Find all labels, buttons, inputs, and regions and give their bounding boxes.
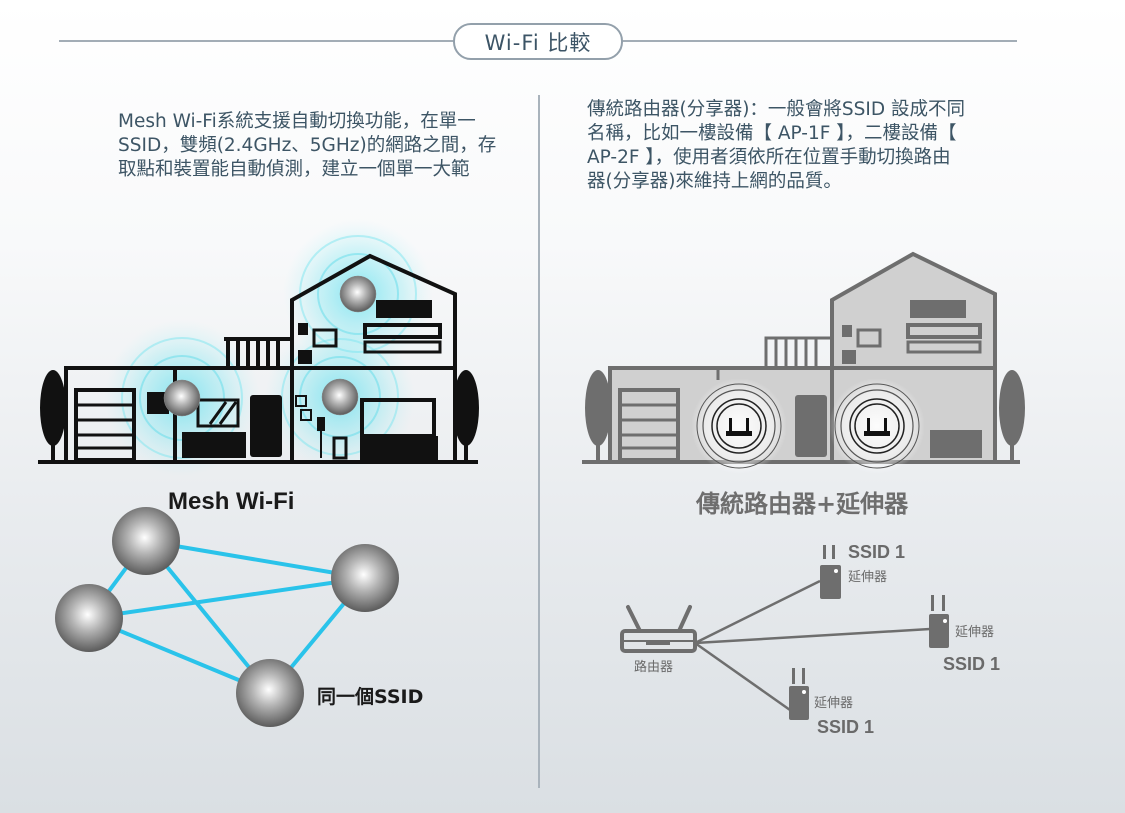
- extender-ssid: SSID 1: [943, 654, 1001, 674]
- page-title: Wi-Fi 比較: [453, 23, 623, 60]
- mesh-nodes: [55, 507, 399, 727]
- center-divider: [538, 95, 540, 788]
- mesh-link: [144, 539, 367, 580]
- house-furniture: [74, 300, 442, 462]
- traditional-house-label: 傳統路由器+延伸器: [696, 490, 909, 518]
- extender-icon: [864, 418, 890, 436]
- network-links: [694, 579, 931, 712]
- trees: [585, 370, 1025, 462]
- extender-ssid: SSID 1: [817, 717, 875, 737]
- mesh-description-line: 取點和裝置能自動偵測，建立一個單一大範: [118, 159, 470, 180]
- mesh-description-line: Mesh Wi-Fi系統支援自動切換功能，在單一: [118, 111, 476, 132]
- extender-label: 延伸器: [955, 625, 995, 640]
- header-divider-left: [59, 40, 456, 42]
- trees: [40, 370, 479, 462]
- extender-label: 延伸器: [848, 570, 888, 585]
- router-signal-halo: [691, 378, 925, 474]
- mesh-description: Mesh Wi-Fi系統支援自動切換功能，在單一 SSID，雙頻(2.4GHz、…: [118, 110, 497, 182]
- network-link: [694, 641, 791, 712]
- router-icon: [726, 418, 752, 436]
- mesh-node: [331, 544, 399, 612]
- extender-label: 延伸器: [814, 696, 854, 711]
- extender-icon: [929, 595, 949, 648]
- extender-icon: [820, 545, 841, 599]
- mesh-node: [236, 659, 304, 727]
- network-link: [694, 579, 821, 645]
- traditional-description-line: 名稱，比如一樓設備【 AP-1F 】，二樓設備【: [587, 123, 957, 144]
- mesh-node-icons: [163, 275, 377, 417]
- mesh-link: [87, 576, 367, 620]
- traditional-description: 傳統路由器(分享器)：一般會將SSID 設成不同 名稱，比如一樓設備【 AP-1…: [587, 98, 1027, 194]
- mesh-node: [112, 507, 180, 575]
- router-icon: [620, 605, 697, 653]
- network-link: [694, 627, 931, 645]
- router-label: 路由器: [634, 660, 674, 675]
- traditional-description-line: 器(分享器)來維持上網的品質。: [587, 171, 842, 192]
- mesh-node: [55, 584, 123, 652]
- same-ssid-label: 同一個SSID: [317, 686, 424, 708]
- mesh-description-line: SSID，雙頻(2.4GHz、5GHz)的網路之間，存: [118, 135, 497, 156]
- house-furniture: [618, 300, 982, 462]
- extender-icon: [789, 668, 809, 720]
- traditional-description-line: 傳統路由器(分享器)：一般會將SSID 設成不同: [587, 99, 966, 120]
- extender-ssid: SSID 1: [848, 542, 906, 562]
- header-divider-right: [620, 40, 1017, 42]
- mesh-house-label: Mesh Wi-Fi: [168, 488, 295, 515]
- traditional-description-line: AP-2F 】，使用者須依所在位置手動切換路由: [587, 147, 951, 168]
